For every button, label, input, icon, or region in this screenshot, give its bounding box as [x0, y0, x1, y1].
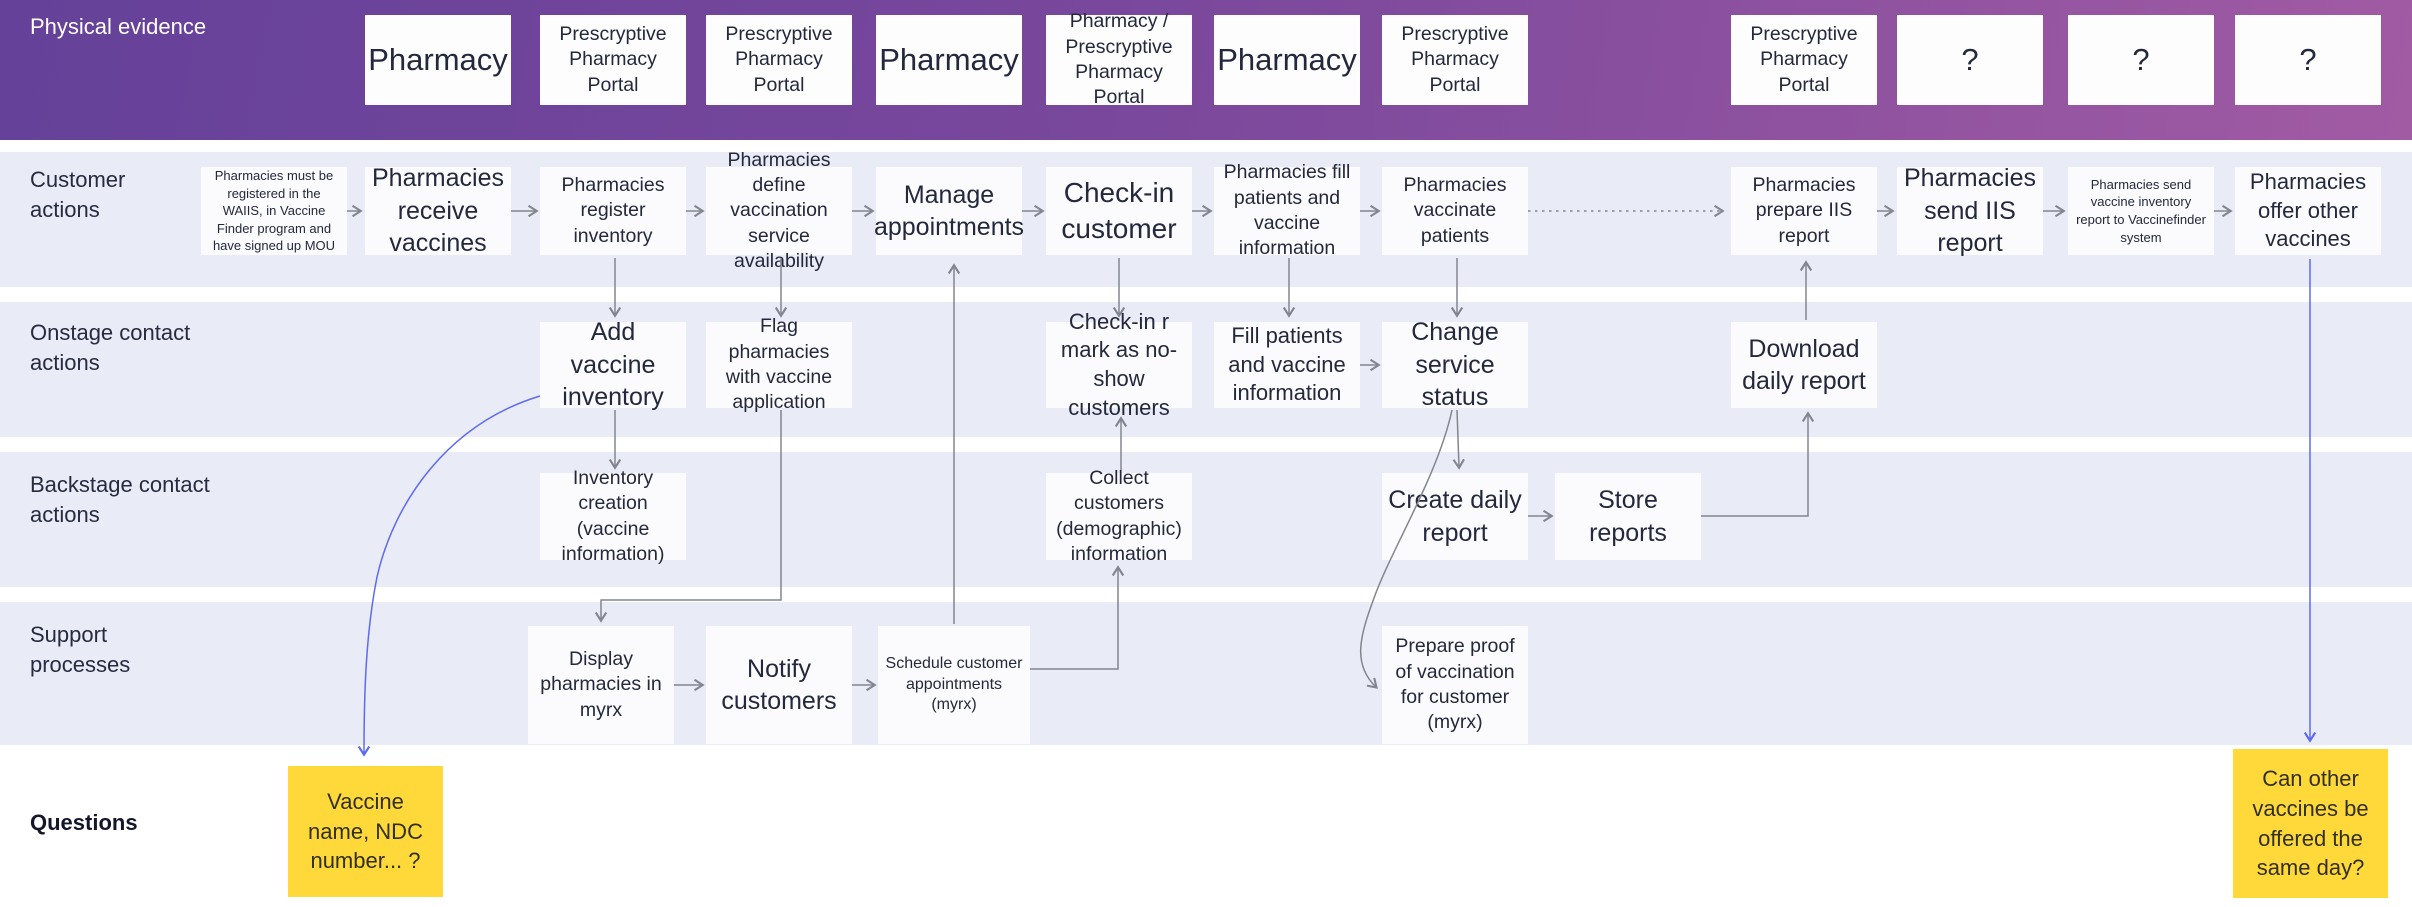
evidence-card-pharmacy-portal[interactable]: Pharmacy / Prescryptive Pharmacy Portal — [1046, 10, 1192, 108]
band-onstage-actions — [0, 302, 2412, 437]
onstage-card-change-service-status[interactable]: Change service status — [1382, 318, 1528, 411]
band-support-processes — [0, 602, 2412, 745]
row-label-customer-actions: Customer actions — [30, 167, 126, 222]
evidence-card-portal-4[interactable]: Prescryptive Pharmacy Portal — [1731, 15, 1877, 105]
customer-card-vaccinate-patients[interactable]: Pharmacies vaccinate patients — [1382, 167, 1528, 255]
support-card-display-pharmacies-myrx[interactable]: Display pharmacies in myrx — [528, 626, 674, 744]
row-label-physical-evidence: Physical evidence — [30, 14, 207, 39]
backstage-card-create-daily-report[interactable]: Create daily report — [1382, 473, 1528, 560]
onstage-card-flag-pharmacies[interactable]: Flag pharmacies with vaccine application — [706, 315, 852, 413]
customer-card-registered-waiis-mou[interactable]: Pharmacies must be registered in the WAI… — [201, 167, 347, 255]
customer-card-define-availability[interactable]: Pharmacies define vaccination service av… — [706, 149, 852, 272]
evidence-card-portal-2[interactable]: Prescryptive Pharmacy Portal — [706, 15, 852, 105]
backstage-card-inventory-creation[interactable]: Inventory creation (vaccine information) — [540, 467, 686, 565]
row-label-onstage: Onstage contact actions — [30, 320, 191, 375]
band-customer-actions — [0, 152, 2412, 287]
evidence-card-pharmacy-3[interactable]: Pharmacy — [1214, 15, 1360, 105]
evidence-card-question-1[interactable]: ? — [1897, 15, 2043, 105]
evidence-card-pharmacy-2[interactable]: Pharmacy — [876, 15, 1022, 105]
band-backstage-actions — [0, 452, 2412, 587]
backstage-card-store-reports[interactable]: Store reports — [1555, 473, 1701, 560]
evidence-card-portal-3[interactable]: Prescryptive Pharmacy Portal — [1382, 15, 1528, 105]
evidence-card-pharmacy-1[interactable]: Pharmacy — [365, 15, 511, 105]
onstage-card-download-daily-report[interactable]: Download daily report — [1731, 322, 1877, 408]
support-card-prepare-proof-vaccination[interactable]: Prepare proof of vaccination for custome… — [1382, 626, 1528, 744]
band-physical-evidence — [0, 0, 2412, 140]
evidence-card-question-3[interactable]: ? — [2235, 15, 2381, 105]
customer-card-manage-appointments[interactable]: Manage appointments — [874, 167, 1024, 255]
evidence-card-portal-1[interactable]: Prescryptive Pharmacy Portal — [540, 15, 686, 105]
customer-card-register-inventory[interactable]: Pharmacies register inventory — [540, 167, 686, 255]
row-label-support: Support processes — [30, 622, 131, 677]
support-card-schedule-appointments-myrx[interactable]: Schedule customer appointments (myrx) — [878, 626, 1030, 744]
onstage-card-add-vaccine-inventory[interactable]: Add vaccine inventory — [540, 318, 686, 411]
customer-card-receive-vaccines[interactable]: Pharmacies receive vaccines — [365, 164, 511, 257]
customer-card-check-in-customer[interactable]: Check-in customer — [1046, 167, 1192, 255]
customer-card-prepare-iis-report[interactable]: Pharmacies prepare IIS report — [1731, 167, 1877, 255]
onstage-card-check-in-no-show[interactable]: Check-in r mark as no-show customers — [1046, 309, 1192, 420]
customer-card-fill-patient-vaccine-info[interactable]: Pharmacies fill patients and vaccine inf… — [1214, 161, 1360, 259]
row-label-questions: Questions — [30, 810, 138, 835]
backstage-card-collect-customer-info[interactable]: Collect customers (demographic) informat… — [1046, 467, 1192, 565]
sticky-note-vaccine-name-ndc[interactable]: Vaccine name, NDC number... ? — [288, 766, 443, 897]
sticky-note-other-vaccines-same-day[interactable]: Can other vaccines be offered the same d… — [2233, 749, 2388, 898]
customer-card-offer-other-vaccines[interactable]: Pharmacies offer other vaccines — [2235, 167, 2381, 255]
customer-card-send-inventory-report[interactable]: Pharmacies send vaccine inventory report… — [2068, 167, 2214, 255]
evidence-card-question-2[interactable]: ? — [2068, 15, 2214, 105]
onstage-card-fill-patient-vaccine-info[interactable]: Fill patients and vaccine information — [1214, 322, 1360, 408]
support-card-notify-customers[interactable]: Notify customers — [706, 626, 852, 744]
row-label-backstage: Backstage contact actions — [30, 472, 210, 527]
customer-card-send-iis-report[interactable]: Pharmacies send IIS report — [1897, 164, 2043, 257]
